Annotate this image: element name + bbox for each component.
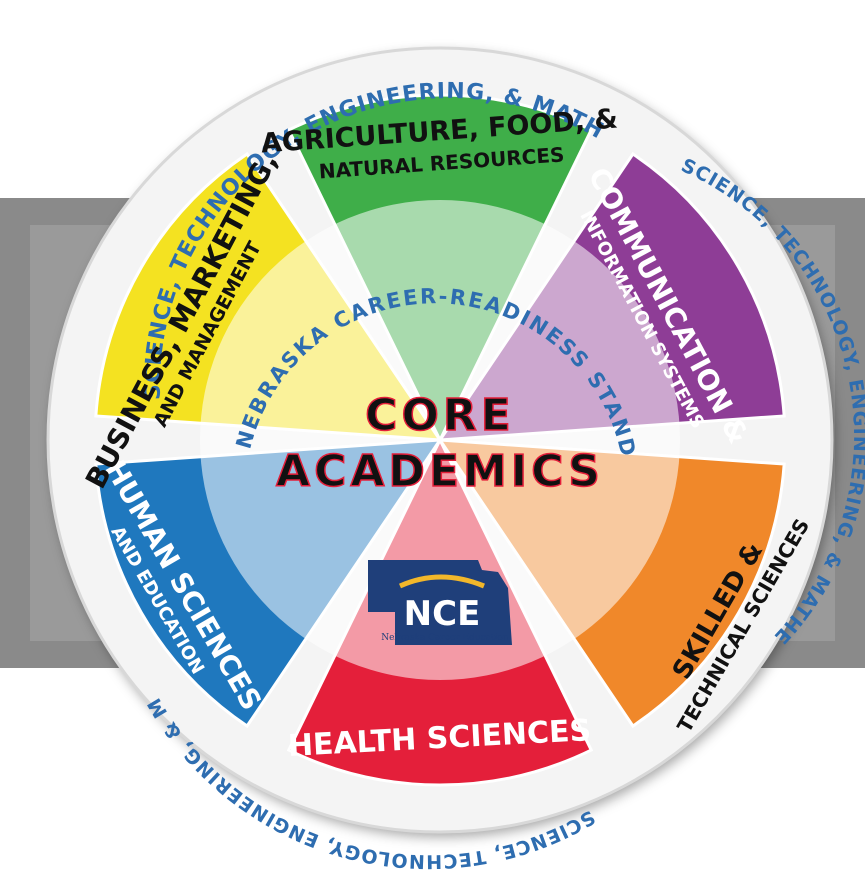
logo-caption: Nebraska Career Education <box>381 633 509 643</box>
logo-mark: NCE <box>404 594 481 634</box>
outer-disc-edge <box>46 46 834 834</box>
logo-accent-arc <box>398 574 485 589</box>
core-academics-line2: ACADEMICS <box>276 446 604 497</box>
core-academics-line1: CORE <box>365 390 515 441</box>
nce-logo: NCE Nebraska Career Education <box>368 560 512 645</box>
inner-disc <box>200 200 680 680</box>
